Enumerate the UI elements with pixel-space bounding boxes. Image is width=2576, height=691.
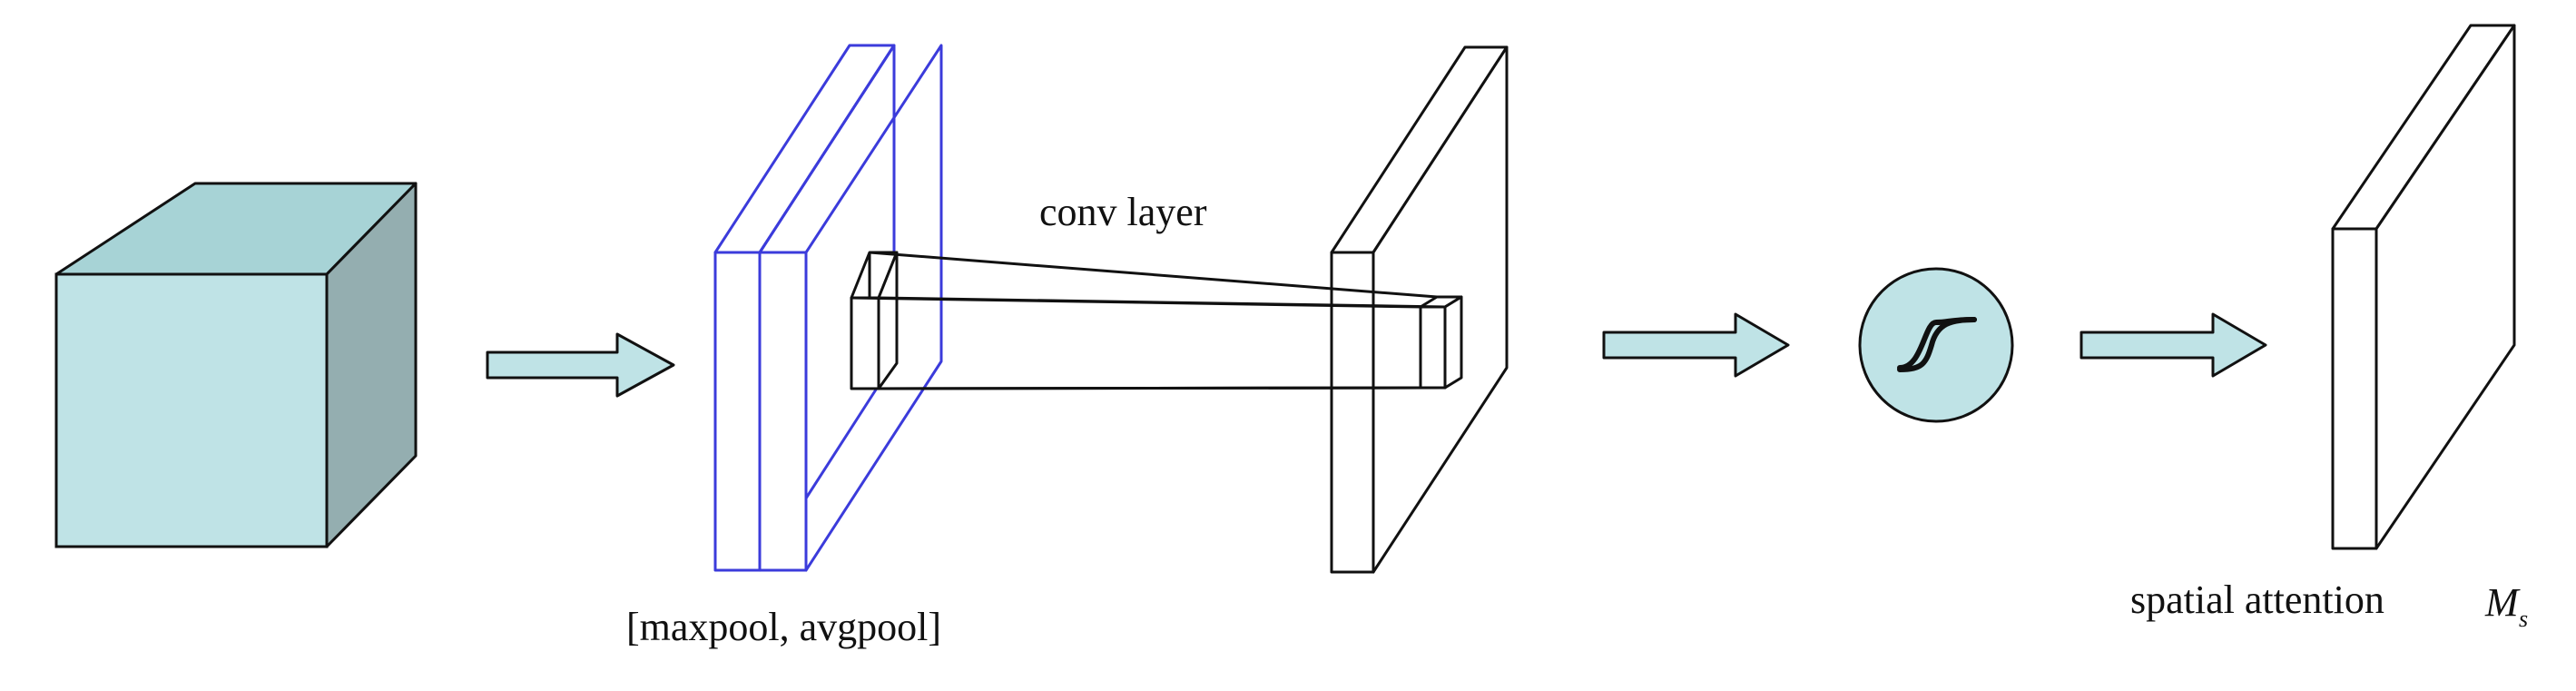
spatial-attention-label: spatial attention <box>2130 577 2384 622</box>
sigmoid-icon <box>1858 267 2014 423</box>
conv-kernel <box>850 251 899 390</box>
conv-layer-label: conv layer <box>1039 190 1207 234</box>
pool-label: [maxpool, avgpool] <box>626 605 941 649</box>
right-arrow-icon <box>2079 312 2267 378</box>
right-arrow-icon <box>486 332 675 398</box>
ms-symbol: M <box>2484 580 2521 625</box>
conv-projection-lines <box>850 251 1446 390</box>
ms-subscript: s <box>2519 606 2528 632</box>
input-feature-cube <box>54 182 418 548</box>
right-arrow-icon <box>1602 312 1790 378</box>
cube-front-face <box>54 272 329 548</box>
conv-map-front <box>1330 251 1375 574</box>
pooled-feature-maps <box>713 44 943 572</box>
conv-output-cell <box>1419 295 1463 390</box>
spatial-attention-map <box>2331 24 2516 550</box>
